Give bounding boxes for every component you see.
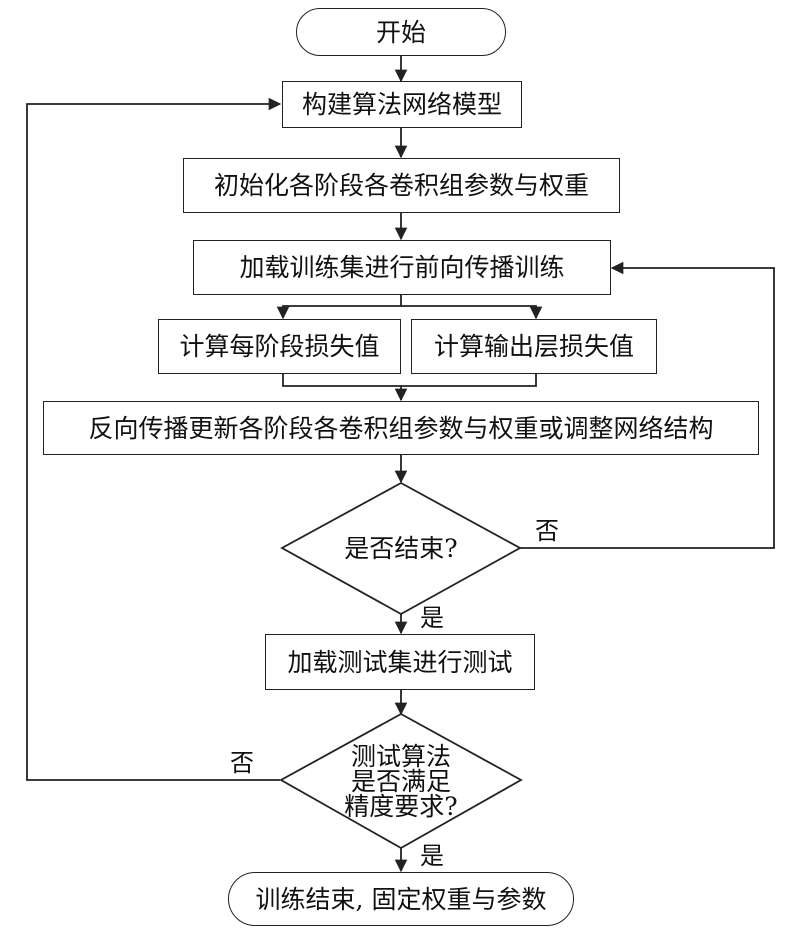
decision-accuracy bbox=[279, 712, 523, 850]
node-finish-label: 训练结束, 固定权重与参数 bbox=[255, 884, 547, 914]
edge-label-accuracy-no: 否 bbox=[230, 749, 254, 777]
arrow-accuracy-no-loop bbox=[26, 97, 282, 781]
node-build-model-label: 构建算法网络模型 bbox=[301, 90, 502, 119]
node-finish: 训练结束, 固定权重与参数 bbox=[228, 872, 574, 926]
decision-accuracy-label-line1: 测试算法 bbox=[350, 741, 451, 771]
decision-accuracy-label-line3: 精度要求? bbox=[344, 791, 458, 821]
arrow-loss-merge bbox=[282, 374, 537, 387]
node-start: 开始 bbox=[296, 8, 506, 56]
arrow-train-split bbox=[276, 295, 402, 320]
edge-label-end-yes: 是 bbox=[420, 604, 444, 632]
node-backprop-label: 反向传播更新各阶段各卷积组参数与权重或调整网络结构 bbox=[88, 413, 714, 443]
node-load-test: 加载测试集进行测试 bbox=[265, 634, 535, 690]
decision-is-end-label: 是否结束? bbox=[344, 534, 458, 563]
node-stage-loss: 计算每阶段损失值 bbox=[158, 319, 401, 374]
node-output-loss-label: 计算输出层损失值 bbox=[433, 332, 634, 361]
node-stage-loss-label: 计算每阶段损失值 bbox=[179, 332, 380, 361]
node-init-params: 初始化各阶段各卷积组参数与权重 bbox=[183, 158, 620, 213]
decision-accuracy-label-line2: 是否满足 bbox=[350, 766, 451, 796]
decision-is-end-label-wrap: 是否结束? bbox=[282, 483, 520, 614]
node-backprop: 反向传播更新各阶段各卷积组参数与权重或调整网络结构 bbox=[43, 401, 759, 455]
edge-label-accuracy-yes: 是 bbox=[420, 842, 444, 870]
node-start-label: 开始 bbox=[375, 17, 426, 47]
node-load-test-label: 加载测试集进行测试 bbox=[287, 647, 513, 677]
node-output-loss: 计算输出层损失值 bbox=[411, 319, 657, 374]
node-init-params-label: 初始化各阶段各卷积组参数与权重 bbox=[213, 171, 589, 200]
arrow-decision-no-loop bbox=[520, 261, 775, 549]
node-build-model: 构建算法网络模型 bbox=[282, 81, 522, 128]
edge-label-end-no: 否 bbox=[535, 517, 559, 545]
decision-accuracy-label-wrap: 测试算法 是否满足 精度要求? bbox=[281, 714, 521, 848]
arrow-train-split-right bbox=[401, 305, 537, 318]
decision-is-end bbox=[280, 481, 522, 616]
node-forward-train-label: 加载训练集进行前向传播训练 bbox=[239, 253, 565, 282]
node-forward-train: 加载训练集进行前向传播训练 bbox=[193, 240, 611, 295]
